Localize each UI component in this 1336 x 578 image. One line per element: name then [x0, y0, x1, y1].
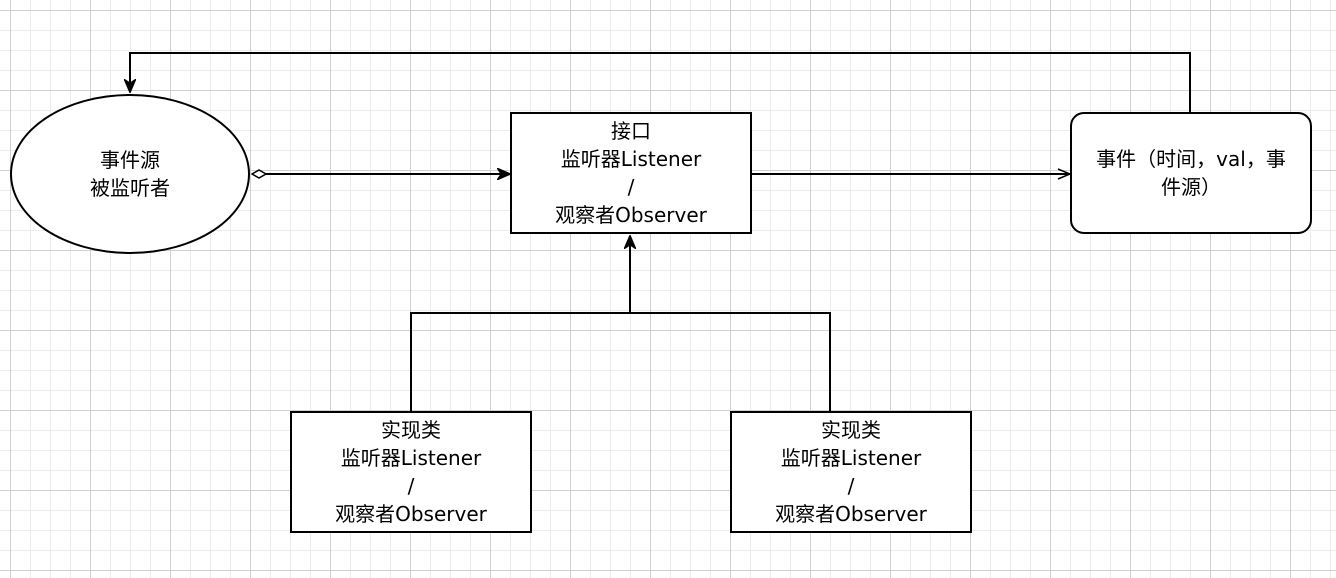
edge-event-back-to-source [130, 52, 1191, 112]
node-text-line: 件源） [1161, 175, 1221, 199]
node-text-line: / [407, 474, 415, 498]
edge-impl-right-to-interface [630, 312, 831, 412]
node-text-line: 观察者Observer [775, 502, 927, 526]
node-text-line: 事件（时间，val，事 [1096, 147, 1286, 171]
node-text-line: / [847, 474, 855, 498]
node-text-line: 监听器Listener [560, 147, 702, 171]
node-text-line: / [627, 175, 635, 199]
node-text-line: 监听器Listener [340, 446, 482, 470]
impl-left-node[interactable]: 实现类 监听器Listener / 观察者Observer [290, 411, 532, 533]
node-text-line: 接口 [611, 119, 651, 143]
node-text-line: 被监听者 [90, 176, 170, 200]
edge-impl-left-to-interface [410, 312, 630, 412]
impl-right-node[interactable]: 实现类 监听器Listener / 观察者Observer [730, 411, 972, 533]
event-source-node[interactable]: 事件源 被监听者 [10, 94, 250, 254]
node-text-line: 实现类 [381, 418, 441, 442]
node-text-line: 事件源 [100, 148, 160, 172]
event-node[interactable]: 事件（时间，val，事 件源） [1070, 112, 1312, 234]
interface-node[interactable]: 接口 监听器Listener / 观察者Observer [510, 112, 752, 234]
node-text-line: 观察者Observer [335, 502, 487, 526]
node-text-line: 实现类 [821, 418, 881, 442]
node-text-line: 监听器Listener [780, 446, 922, 470]
node-text-line: 观察者Observer [555, 203, 707, 227]
